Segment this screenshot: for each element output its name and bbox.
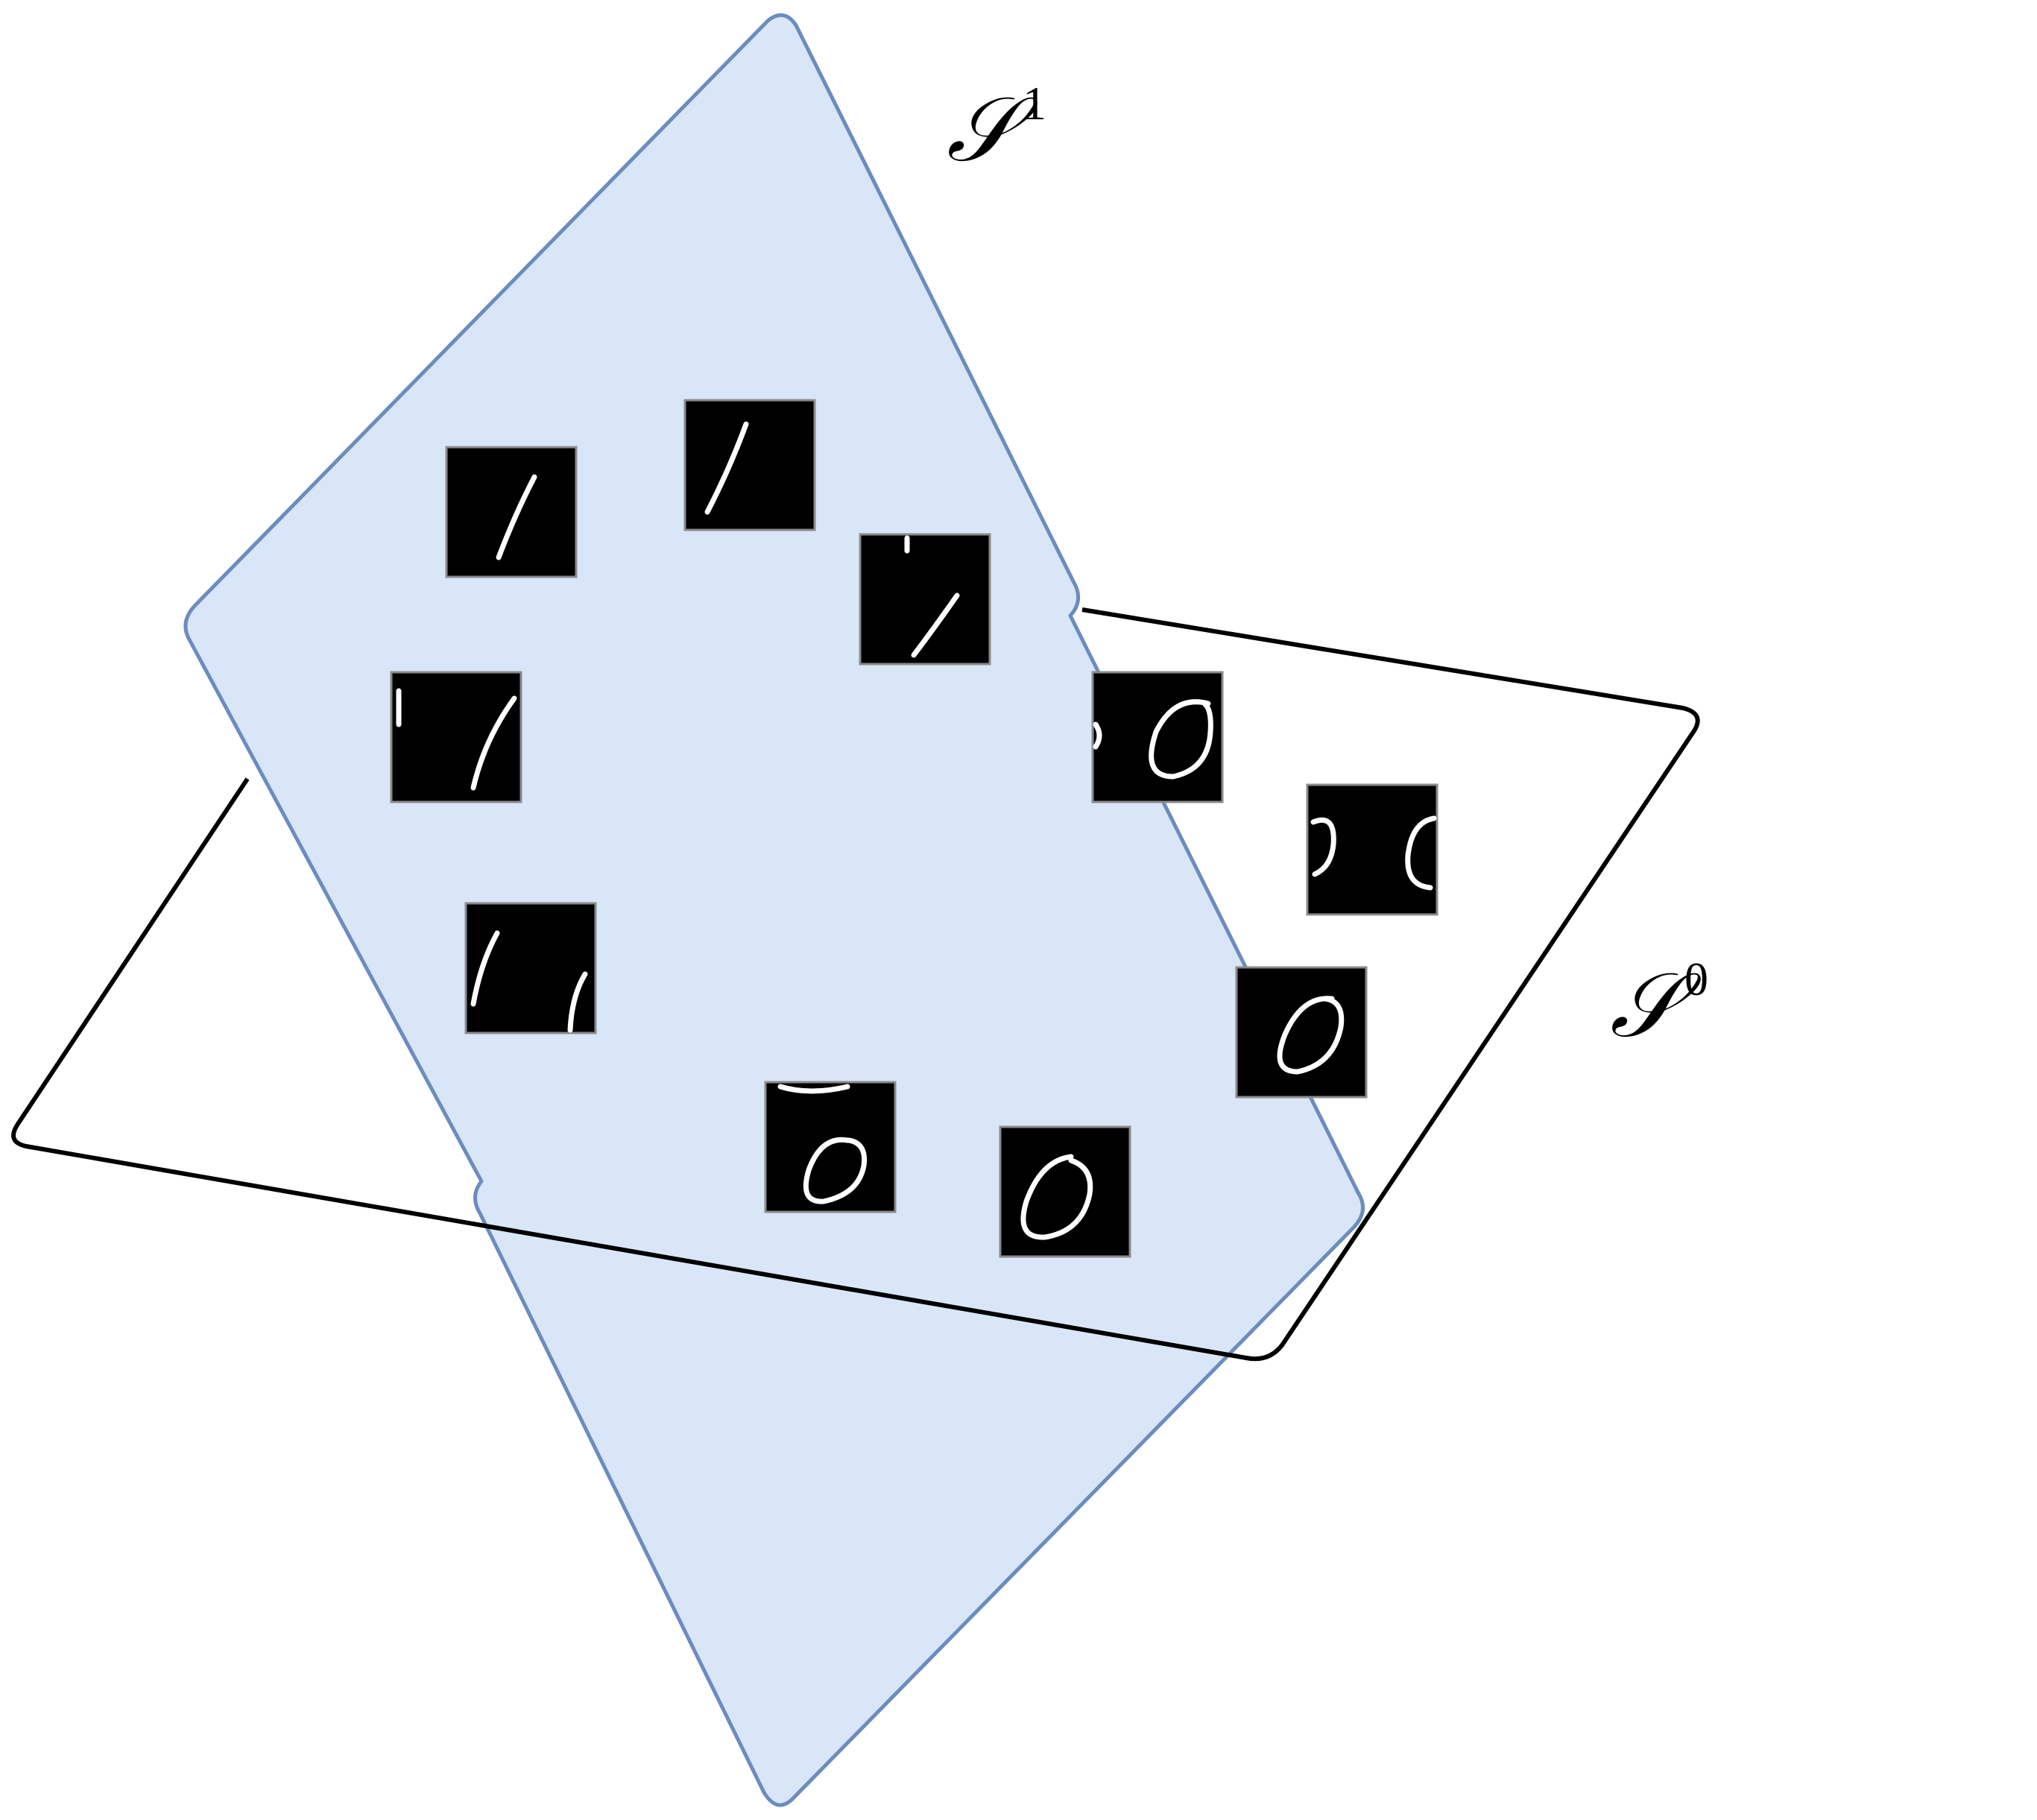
digit-zero-thumbnail	[764, 1081, 897, 1213]
handwritten-digit-one-icon	[911, 593, 960, 658]
digit-zero-thumbnail	[1091, 671, 1224, 803]
handwritten-digit-zero-icon	[1277, 996, 1345, 1075]
thumbnail-frame	[764, 1081, 897, 1213]
handwritten-digit-zero-icon	[1405, 815, 1437, 891]
handwritten-digit-zero-icon	[1020, 1154, 1093, 1240]
thumbnail-frame	[683, 399, 816, 531]
digit-zero-thumbnail	[999, 1125, 1131, 1258]
handwritten-digit-zero-icon	[803, 1137, 868, 1204]
thumbnail-frame	[1235, 966, 1368, 1099]
plane-s0	[11, 607, 1700, 1362]
thumbnail-frame	[445, 446, 578, 578]
label-s0-superscript: 0	[1684, 952, 1708, 1005]
thumbnail-frame	[464, 902, 597, 1034]
handwritten-digit-one-icon	[470, 930, 500, 1007]
handwritten-digit-one-icon	[496, 474, 537, 560]
thumbnail-frame	[390, 671, 522, 803]
digit-one-thumbnail	[683, 399, 816, 531]
label-s1-superscript: 1	[1023, 77, 1046, 130]
digit-zero-thumbnail	[1235, 966, 1368, 1099]
digit-one-thumbnail	[464, 902, 597, 1034]
digit-fragment	[777, 1084, 850, 1094]
digit-fragment	[1310, 817, 1336, 877]
digit-fragment	[1093, 721, 1102, 750]
thumbnail-frame	[1306, 783, 1438, 916]
label-s0: 𝒮 0	[1610, 952, 1708, 1058]
thumbnail-frame	[1091, 671, 1224, 803]
plane-s1	[183, 13, 1365, 1807]
digit-one-thumbnail	[859, 533, 991, 666]
thumbnail-frame	[999, 1125, 1131, 1258]
thumbnail-frame	[859, 533, 991, 666]
s0-thumbnails	[764, 671, 1438, 1258]
handwritten-digit-zero-icon	[1149, 699, 1213, 780]
label-s1: 𝒮 1	[947, 77, 1046, 182]
handwritten-digit-one-icon	[470, 695, 517, 791]
plane-s0-group	[11, 607, 1700, 1362]
digit-one-thumbnail	[445, 446, 578, 578]
digit-fragment	[567, 971, 588, 1033]
plane-s1-group	[183, 13, 1365, 1807]
s1-thumbnails	[390, 399, 991, 1034]
digit-one-thumbnail	[390, 671, 522, 803]
digit-zero-thumbnail	[1306, 783, 1438, 916]
handwritten-digit-one-icon	[704, 421, 749, 515]
